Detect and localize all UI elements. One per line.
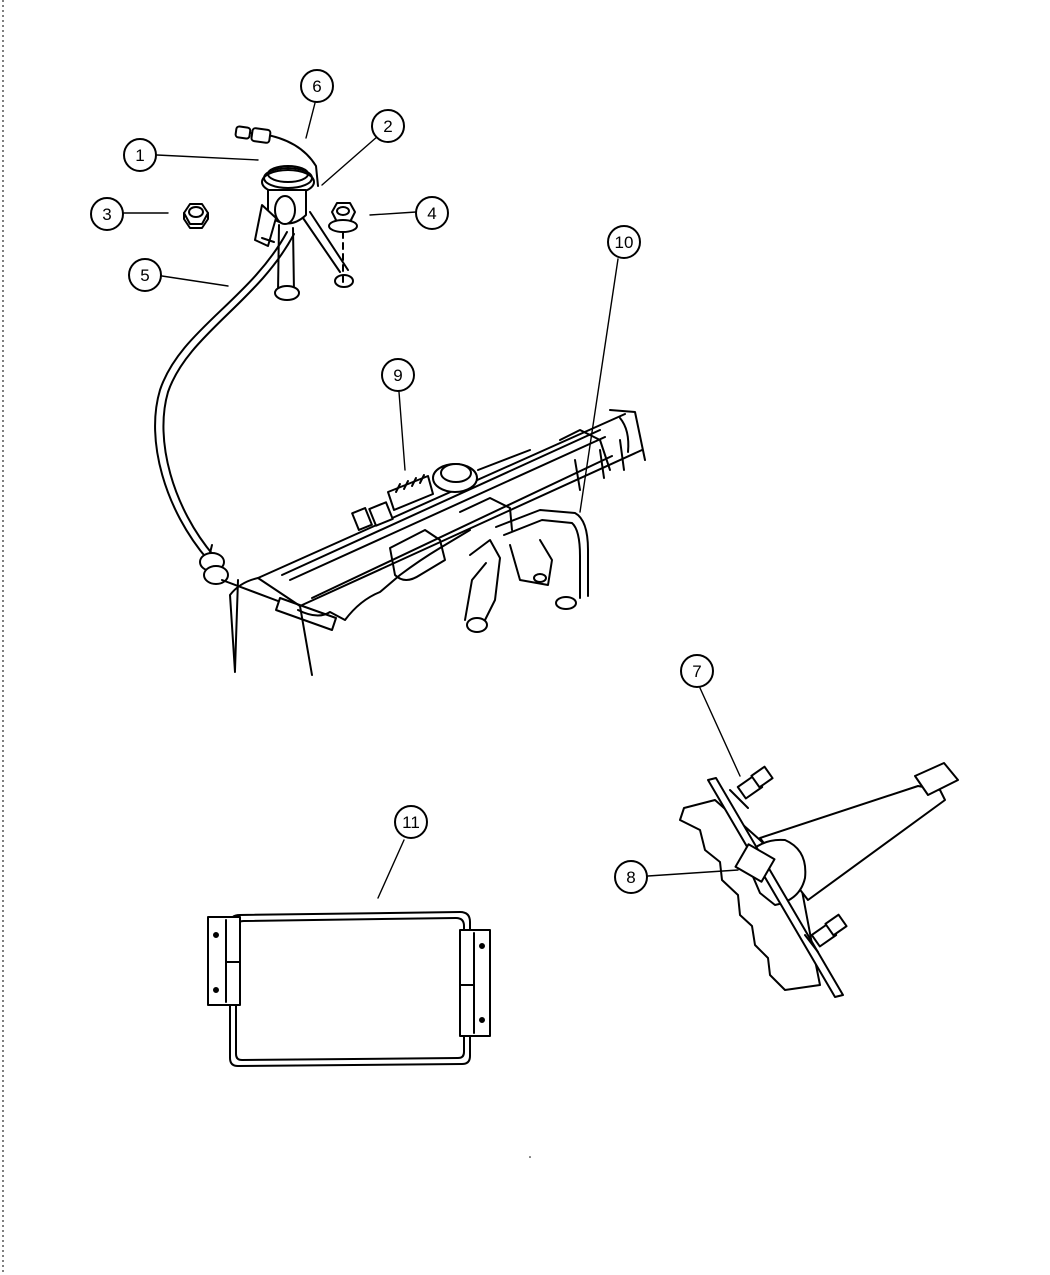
hex-nut [183,203,209,229]
stray-dot [529,1156,531,1158]
callout-label: 1 [135,146,144,165]
callout-11: 11 [394,805,428,839]
callout-2: 2 [371,109,405,143]
callout-9: 9 [381,358,415,392]
callout-3: 3 [90,197,124,231]
callout-5: 5 [128,258,162,292]
cable-bracket-assembly [234,125,354,301]
leader-lines [123,102,741,899]
callout-label: 11 [402,813,420,832]
callout-label: 3 [102,205,111,224]
callout-label: 10 [615,233,634,252]
callout-label: 9 [393,366,402,385]
flange-nut [328,202,358,283]
callout-label: 2 [383,117,392,136]
callout-label: 4 [427,204,436,223]
callout-7: 7 [680,654,714,688]
callout-4: 4 [415,196,449,230]
callout-6: 6 [300,69,334,103]
callout-8: 8 [614,860,648,894]
callout-10: 10 [607,225,641,259]
callout-label: 6 [312,77,321,96]
callout-label: 7 [692,662,701,681]
callout-label: 5 [140,266,149,285]
callout-1: 1 [123,138,157,172]
callout-label: 8 [626,868,635,887]
engine-manifold [229,409,646,676]
shifter-mount-assembly [679,762,959,998]
control-module [207,911,491,1067]
control-cable [154,231,337,631]
